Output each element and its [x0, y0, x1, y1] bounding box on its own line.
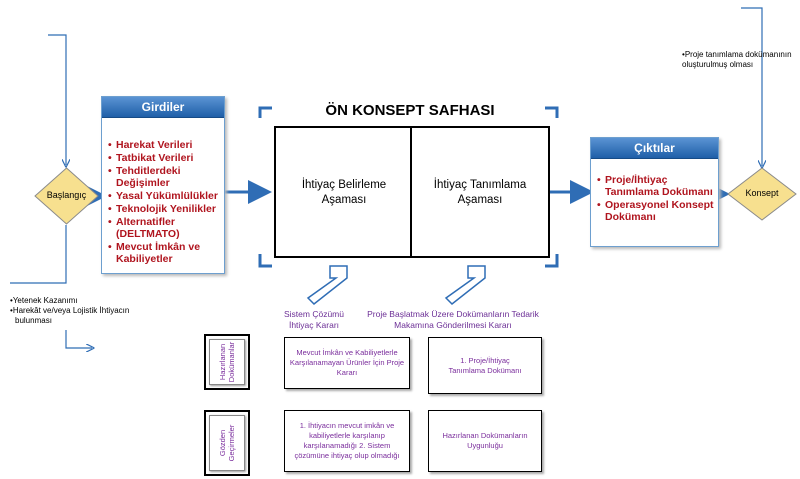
phase-left-stage: İhtiyaç Belirleme Aşaması: [301, 179, 387, 206]
start-label: Başlangıç: [46, 190, 87, 200]
output-item: Operasyonel Konsept Dokümanı: [597, 199, 715, 223]
row-label-prepared: Hazırlanan Dokümanlar: [218, 341, 236, 383]
phase-divider: [410, 128, 412, 256]
phase-title: ÖN KONSEPT SAFHASI: [325, 102, 495, 119]
row-header-prepared: Hazırlanan Dokümanlar: [204, 334, 250, 390]
row-label-reviews: Gözden Geçirmeler: [218, 424, 236, 462]
output-item: Proje/İhtiyaç Tanımlama Dokümanı: [597, 174, 715, 198]
input-item: Yasal Yükümlülükler: [108, 190, 222, 202]
input-item: Teknolojik Yenilikler: [108, 203, 222, 215]
decision-send-documents: Proje Başlatmak Üzere Dokümanların Tedar…: [367, 309, 539, 330]
cell-reviews-left: 1. İhtiyacın mevcut imkân ve kabiliyetle…: [284, 410, 410, 472]
diamond-shape: [727, 167, 797, 221]
input-item: Harekat Verileri: [108, 139, 222, 151]
outputs-list: Proje/İhtiyaç Tanımlama Dokümanı Operasy…: [597, 174, 715, 224]
start-note-1: •Yetenek Kazanımı: [10, 296, 78, 305]
cell-prepared-left: Mevcut İmkân ve Kabiliyetlerle Karşılana…: [284, 337, 410, 389]
decision-system-solution: Sistem Çözümü İhtiyaç Kararı: [284, 309, 344, 330]
start-notes: •Yetenek Kazanımı •Harekât ve/veya Lojis…: [10, 296, 150, 326]
inputs-panel: Girdiler Harekat Verileri Tatbikat Veril…: [101, 96, 225, 274]
input-item: Alternatifler (DELTMATO): [108, 216, 222, 240]
input-item: Mevcut İmkân ve Kabiliyetler: [108, 241, 222, 265]
inputs-list: Harekat Verileri Tatbikat Verileri Tehdi…: [108, 139, 222, 266]
outputs-title: Çıktılar: [591, 138, 718, 159]
input-item: Tatbikat Verileri: [108, 152, 222, 164]
cell-reviews-right: Hazırlanan Dokümanların Uygunluğu: [428, 410, 542, 472]
start-note-2: •Harekât ve/veya Lojistik İhtiyacın bulu…: [10, 306, 130, 325]
concept-note: •Proje tanımlama dokümanının oluşturulmu…: [682, 50, 792, 69]
phase-box: İhtiyaç Belirleme Aşaması İhtiyaç Tanıml…: [274, 126, 550, 258]
outputs-panel: Çıktılar Proje/İhtiyaç Tanımlama Doküman…: [590, 137, 719, 247]
inputs-title: Girdiler: [102, 97, 224, 118]
input-item: Tehditlerdeki Değişimler: [108, 165, 222, 189]
concept-diamond: Konsept: [726, 166, 798, 222]
row-header-reviews: Gözden Geçirmeler: [204, 410, 250, 476]
concept-label: Konsept: [745, 188, 779, 198]
diamond-shape: [34, 167, 99, 225]
start-diamond: Başlangıç: [33, 166, 100, 226]
phase-right-stage: İhtiyaç Tanımlama Aşaması: [433, 179, 527, 206]
cell-prepared-right: 1. Proje/İhtiyaç Tanımlama Dokümanı: [428, 337, 542, 394]
